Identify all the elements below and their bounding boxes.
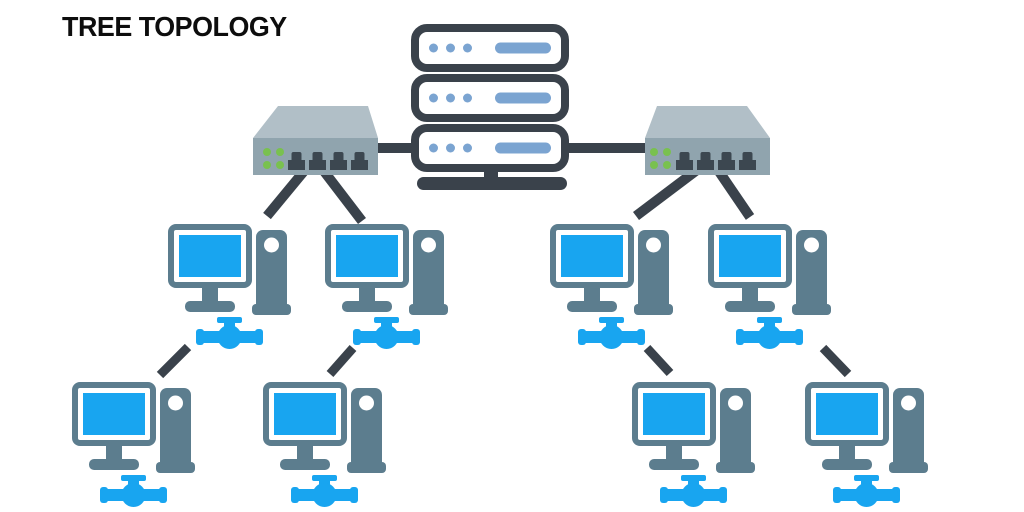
- workstation-7-icon: [632, 382, 755, 507]
- switch-led-lights: [263, 148, 284, 169]
- server-unit-2: [415, 78, 565, 118]
- workstation-5-icon: [72, 382, 195, 507]
- link-switchright-ws4: [713, 167, 755, 220]
- workstation-2-icon: [325, 224, 448, 349]
- link-switchleft-ws2: [319, 166, 366, 225]
- switch-led-lights: [650, 148, 671, 169]
- link-switchleft-ws1: [263, 166, 309, 220]
- server-unit-3: [415, 128, 565, 168]
- link-ws1-ws5: [156, 343, 192, 379]
- link-ws3-ws7: [643, 344, 674, 377]
- switch-top-face: [253, 106, 378, 138]
- switch-left-icon: [253, 106, 378, 175]
- workstation-6-icon: [263, 382, 386, 507]
- workstation-1-icon: [168, 224, 291, 349]
- switch-right-icon: [645, 106, 770, 175]
- link-switchright-ws3: [632, 166, 701, 220]
- server-stand-base: [417, 177, 567, 190]
- link-ws4-ws8: [819, 344, 852, 378]
- workstation-3-icon: [550, 224, 673, 349]
- central-server-icon: [415, 28, 567, 190]
- workstation-8-icon: [805, 382, 928, 507]
- link-ws2-ws6: [326, 345, 357, 377]
- workstation-4-icon: [708, 224, 831, 349]
- switch-top-face: [645, 106, 770, 138]
- server-unit-1: [415, 28, 565, 68]
- diagram-title: TREE TOPOLOGY: [62, 11, 287, 42]
